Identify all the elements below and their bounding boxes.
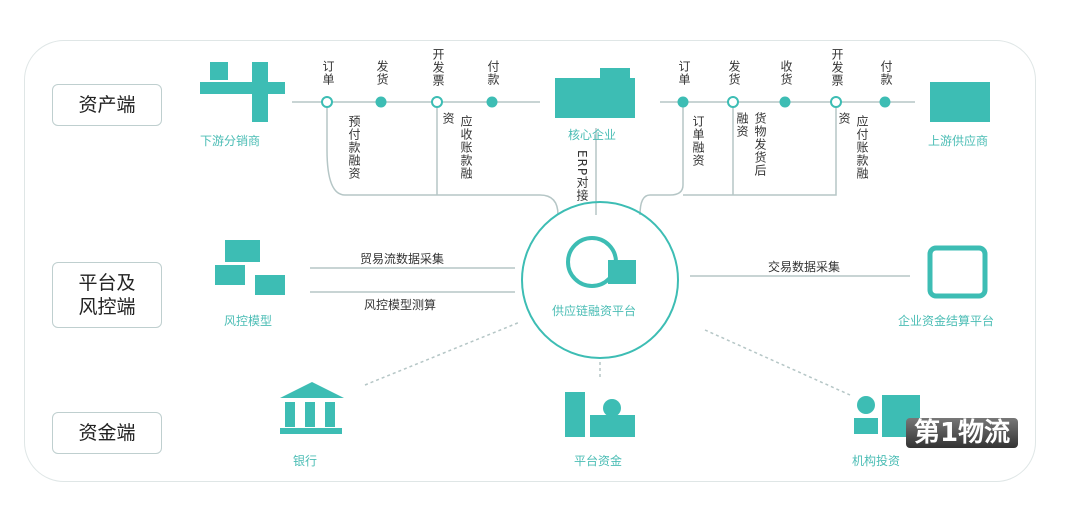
node-downstream: 下游分销商 (200, 134, 261, 148)
flow-node (727, 96, 739, 108)
node-core: 核心企业 (568, 128, 617, 142)
watermark-logo: 第1物流 (906, 418, 1019, 448)
node-platform: 供应链融资平台 (552, 304, 637, 318)
finance-type: 应收账款融 (459, 115, 473, 180)
node-settlement: 企业资金结算平台 (898, 314, 995, 328)
flow-step: 订单 (321, 60, 335, 86)
flow-node (321, 96, 333, 108)
flow-step: 订单 (677, 60, 691, 86)
flow-step: 开发票 (431, 48, 445, 87)
node-bank: 银行 (293, 454, 318, 468)
row-label-fund: 资金端 (52, 412, 162, 454)
row-label-asset: 资产端 (52, 84, 162, 126)
flow-node (879, 96, 891, 108)
finance-type: 应付账款融 (855, 115, 869, 180)
finance-type: 融资 (735, 112, 749, 138)
finance-type: 订单融资 (691, 115, 705, 167)
flow-step: 发货 (727, 60, 741, 86)
row-label-platform: 平台及 风控端 (52, 262, 162, 328)
flow-step: 付款 (486, 60, 500, 86)
flow-node (779, 96, 791, 108)
arrow-label: 贸易流数据采集 (360, 252, 445, 266)
node-risk-model: 风控模型 (224, 314, 273, 328)
finance-type: 资 (837, 112, 851, 125)
flow-step: 发货 (375, 60, 389, 86)
erp-label: ERP对接 (575, 150, 589, 203)
arrow-label: 风控模型测算 (364, 298, 437, 312)
flow-node (375, 96, 387, 108)
flow-step: 付款 (879, 60, 893, 86)
diagram-frame (24, 40, 1036, 482)
flow-node (677, 96, 689, 108)
flow-step: 开发票 (830, 48, 844, 87)
flow-step: 收货 (779, 60, 793, 86)
node-upstream: 上游供应商 (928, 134, 989, 148)
flow-node (486, 96, 498, 108)
flow-node (830, 96, 842, 108)
finance-type: 资 (441, 112, 455, 125)
flow-node (431, 96, 443, 108)
node-institution: 机构投资 (852, 454, 901, 468)
finance-type: 预付款融资 (347, 115, 361, 180)
node-platform-fund: 平台资金 (574, 454, 623, 468)
finance-type: 货物发货后 (753, 112, 767, 177)
arrow-label: 交易数据采集 (768, 260, 841, 274)
